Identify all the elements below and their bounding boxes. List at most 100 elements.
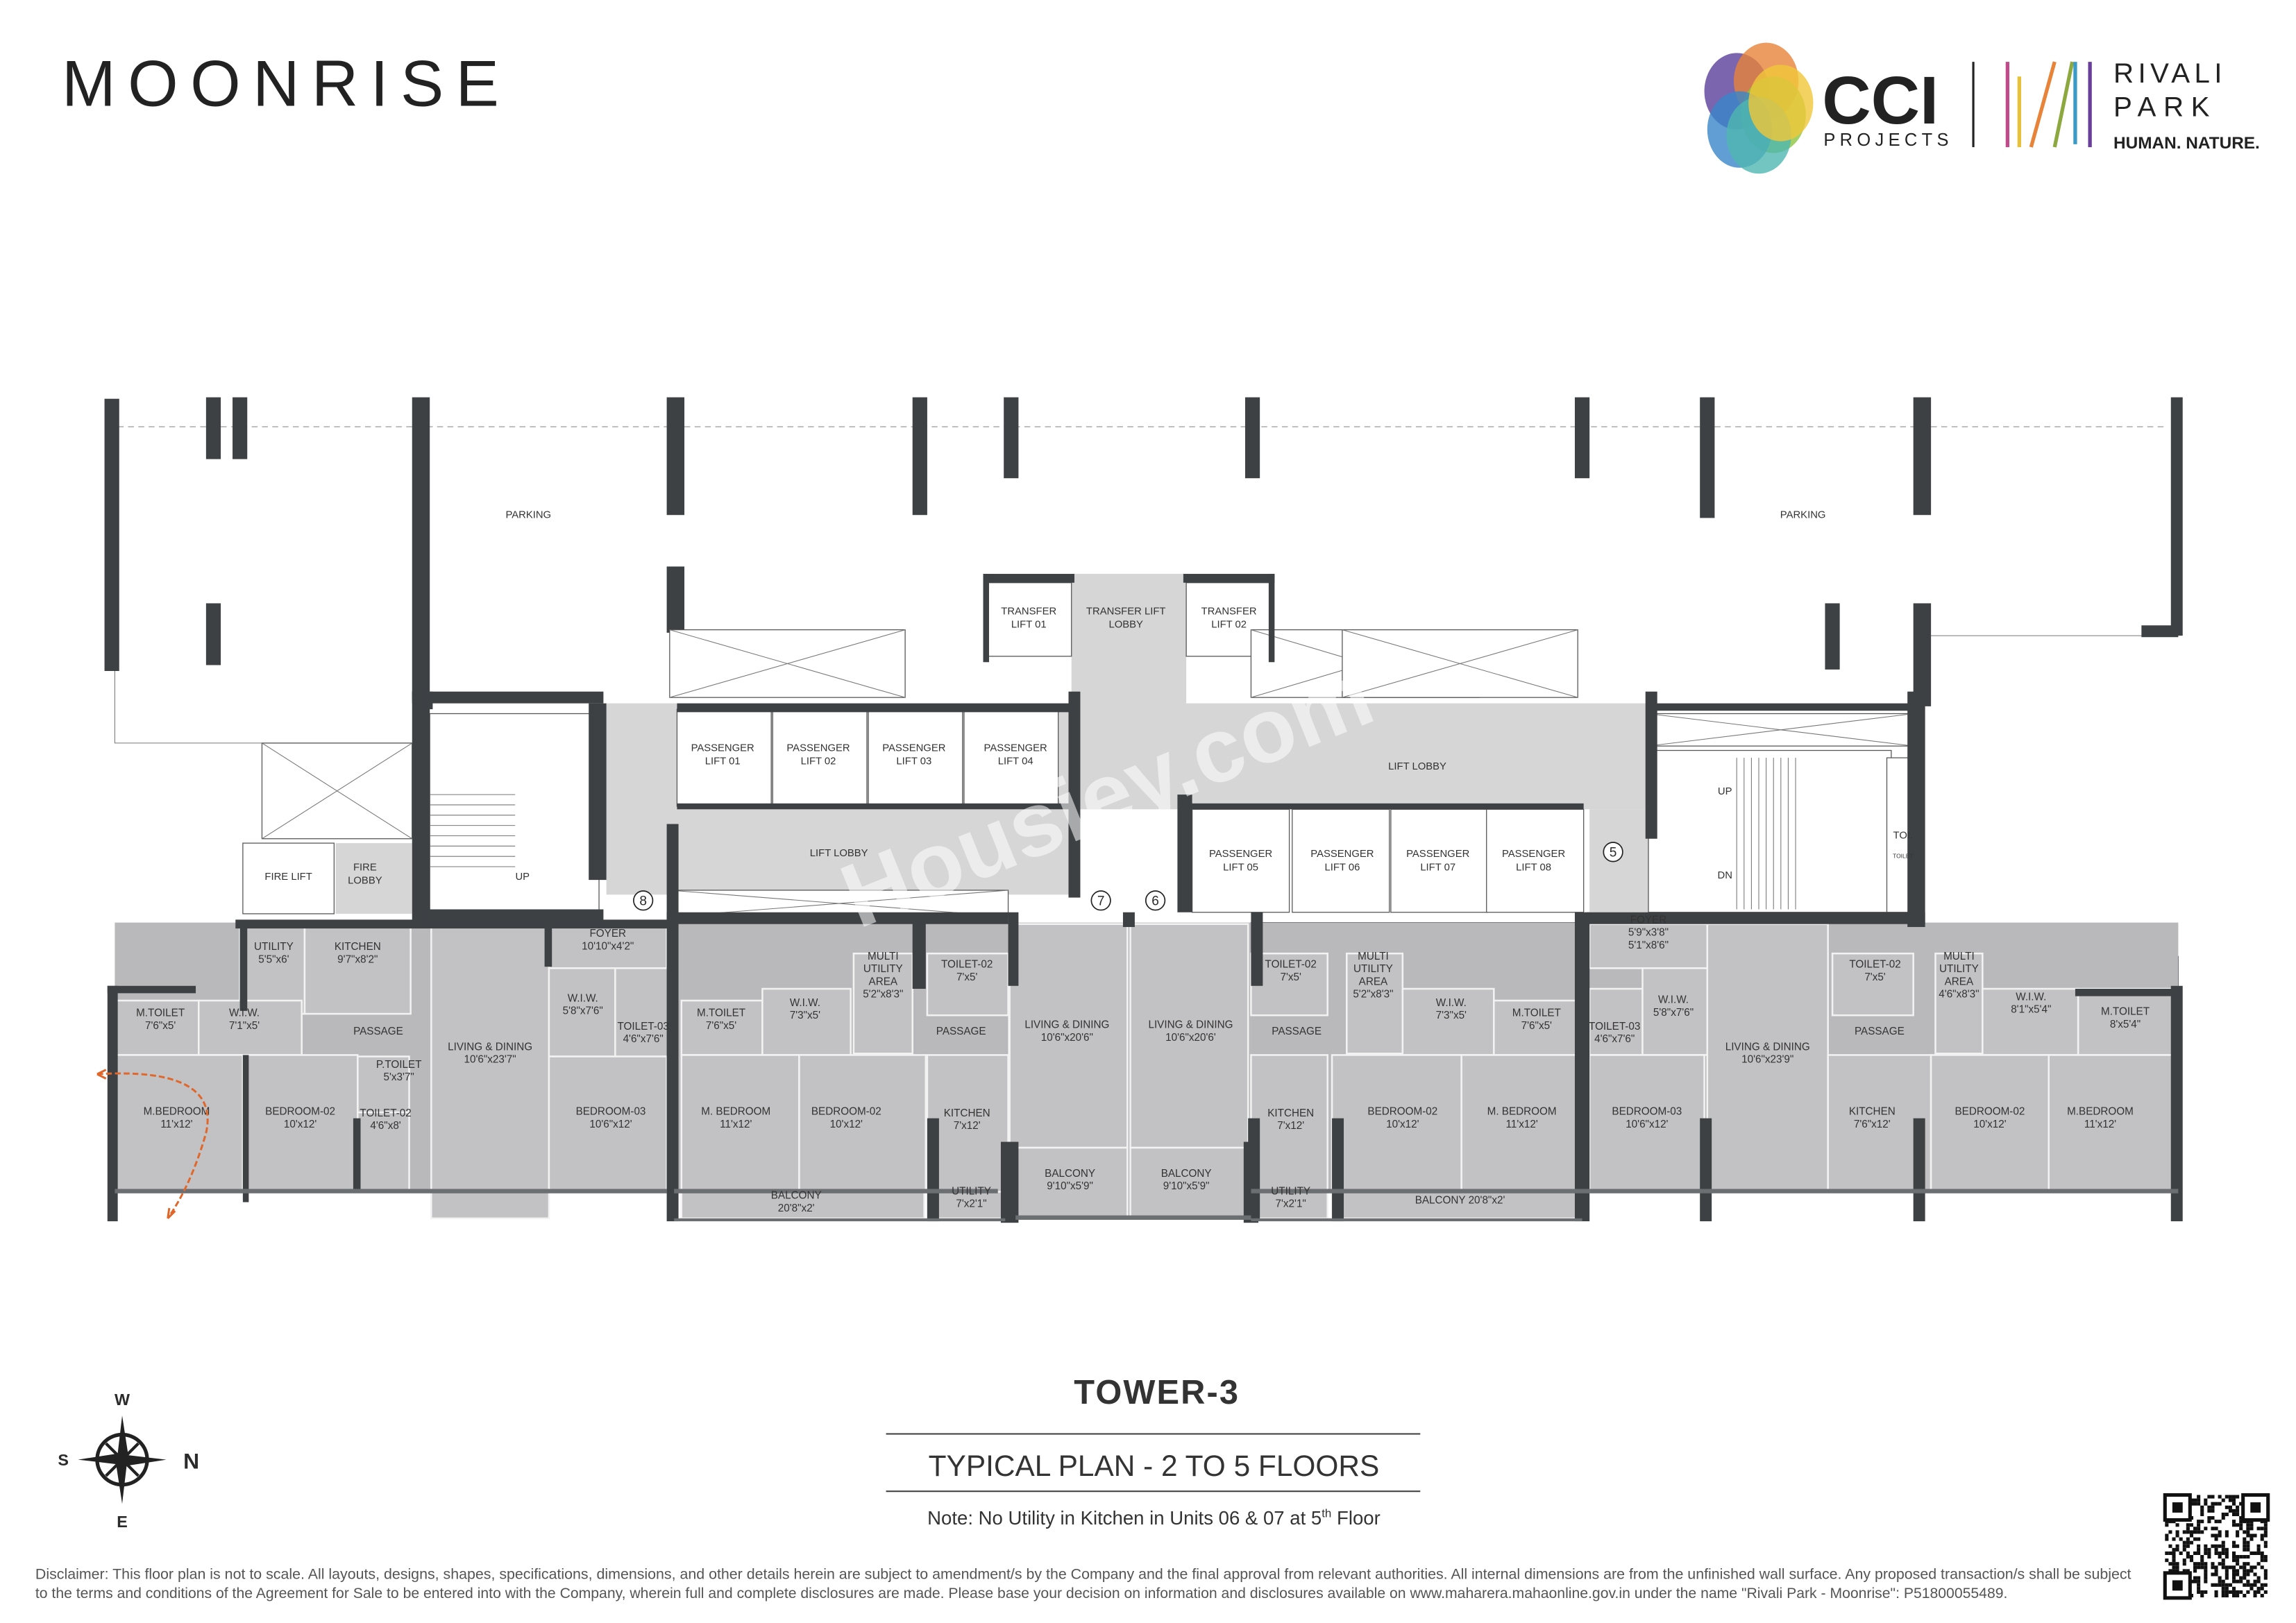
room-dimension: 4'6"x8'	[370, 1120, 400, 1132]
qr-module	[2260, 1537, 2264, 1541]
room-dimension: 9'10"x5'9"	[1047, 1180, 1093, 1192]
room-name: BEDROOM-02	[265, 1106, 335, 1118]
qr-module	[2211, 1505, 2215, 1509]
toilet-small-label-line: TOI.	[1893, 831, 1914, 842]
qr-module	[2246, 1540, 2250, 1545]
room-living-dining	[1706, 923, 1829, 1193]
lift-lobby-label-line: LIFT LOBBY	[810, 848, 868, 859]
room-name: KITCHEN	[944, 1107, 990, 1119]
qr-module	[2243, 1540, 2247, 1545]
walls	[107, 574, 2183, 1223]
note-text-end: Floor	[1331, 1507, 1380, 1529]
room-dimension: 9'10"x5'9"	[1163, 1180, 1210, 1192]
window-sill	[1015, 1215, 1251, 1220]
qr-module	[2204, 1527, 2208, 1531]
qr-module	[2200, 1530, 2204, 1534]
room-dimension: 8'x5'4"	[2110, 1019, 2141, 1030]
qr-module	[2243, 1576, 2247, 1580]
qr-module	[2221, 1593, 2225, 1598]
qr-module	[2204, 1498, 2208, 1502]
qr-module	[2236, 1495, 2240, 1499]
lift-lobby-label: LIFT LOBBY	[810, 848, 868, 859]
disclaimer-line-1: Disclaimer: This floor plan is not to sc…	[35, 1566, 2132, 1582]
room-name: TOILET-02	[1849, 959, 1900, 971]
parking-label-right-line: PARKING	[1780, 509, 1826, 520]
room-name: UTILITY	[952, 1185, 991, 1197]
qr-module	[2228, 1583, 2232, 1587]
note-superscript: th	[1322, 1506, 1331, 1520]
room-name: KITCHEN	[1849, 1106, 1896, 1118]
room-dimension: 7'6"x12'	[1854, 1119, 1891, 1130]
qr-module	[2218, 1579, 2222, 1583]
qr-module	[2186, 1523, 2190, 1527]
cci-logo-sub: PROJECTS	[1823, 130, 1953, 150]
qr-module	[2218, 1520, 2222, 1524]
wall-segment	[677, 803, 1074, 810]
room-name: BALCONY	[771, 1190, 822, 1202]
unit-marker-circle	[1145, 890, 1166, 911]
parking-column	[1825, 603, 1840, 670]
qr-module	[2200, 1562, 2204, 1566]
qr-module	[2225, 1495, 2229, 1499]
qr-module	[2204, 1502, 2208, 1506]
parking-column	[1004, 397, 1019, 479]
qr-module	[2218, 1551, 2222, 1555]
room-name: KITCHEN	[1267, 1107, 1314, 1119]
qr-module	[2260, 1551, 2264, 1555]
passenger-lift-shaft	[1191, 808, 1290, 913]
qr-module	[2193, 1551, 2197, 1555]
room-bedroom-02	[1930, 1054, 2050, 1193]
qr-module	[2263, 1523, 2268, 1527]
room-name: TOILET-02	[1265, 959, 1317, 971]
qr-module	[2228, 1495, 2232, 1499]
qr-module	[2263, 1569, 2268, 1573]
room-name: MULTI	[1943, 951, 1975, 962]
fire-lobby-floor	[335, 843, 412, 914]
transfer-lobby-label-line: TRANSFER LIFT	[1086, 606, 1166, 617]
qr-module	[2204, 1572, 2208, 1577]
room-living-dining	[1008, 923, 1129, 1149]
room-name: FOYER	[589, 928, 626, 940]
wall-segment	[1700, 1118, 1712, 1222]
qr-module	[2225, 1547, 2229, 1552]
wall-segment	[589, 703, 607, 881]
qr-module	[2165, 1523, 2169, 1527]
room-dimension: 11'x12'	[1505, 1119, 1537, 1130]
room-bedroom-02	[242, 1054, 359, 1193]
unit-marker-number: 7	[1097, 894, 1105, 909]
window-sill	[1589, 1189, 2179, 1193]
passenger-lift-label-line: LIFT 04	[998, 756, 1033, 767]
passenger-lift-label-line: PASSENGER	[786, 743, 850, 754]
qr-module	[2239, 1579, 2243, 1583]
parking-column	[2170, 397, 2183, 636]
wall-segment	[426, 909, 604, 924]
room-name: TOILET-02	[360, 1107, 411, 1119]
qr-module	[2172, 1558, 2176, 1563]
qr-module	[2236, 1579, 2240, 1583]
unit-marker-number: 5	[1610, 846, 1617, 860]
qr-module	[2256, 1547, 2261, 1552]
room-toilet-02	[1831, 952, 1914, 1017]
passenger-lift-label-line: LIFT 07	[1420, 862, 1455, 873]
qr-module	[2236, 1569, 2240, 1573]
room-name: W.I.W.	[229, 1008, 260, 1019]
qr-module	[2197, 1502, 2201, 1506]
title-rule-bottom	[886, 1490, 1421, 1493]
qr-module	[2186, 1544, 2190, 1548]
room-dimension: 20'8"x2'	[778, 1203, 815, 1214]
qr-module	[2246, 1554, 2250, 1559]
room-dimension: 7'3"x5'	[790, 1010, 820, 1021]
qr-module	[2189, 1554, 2193, 1559]
qr-module	[2246, 1562, 2250, 1566]
room-dimension: 7'6"x5'	[706, 1020, 736, 1032]
qr-module	[2211, 1565, 2215, 1570]
